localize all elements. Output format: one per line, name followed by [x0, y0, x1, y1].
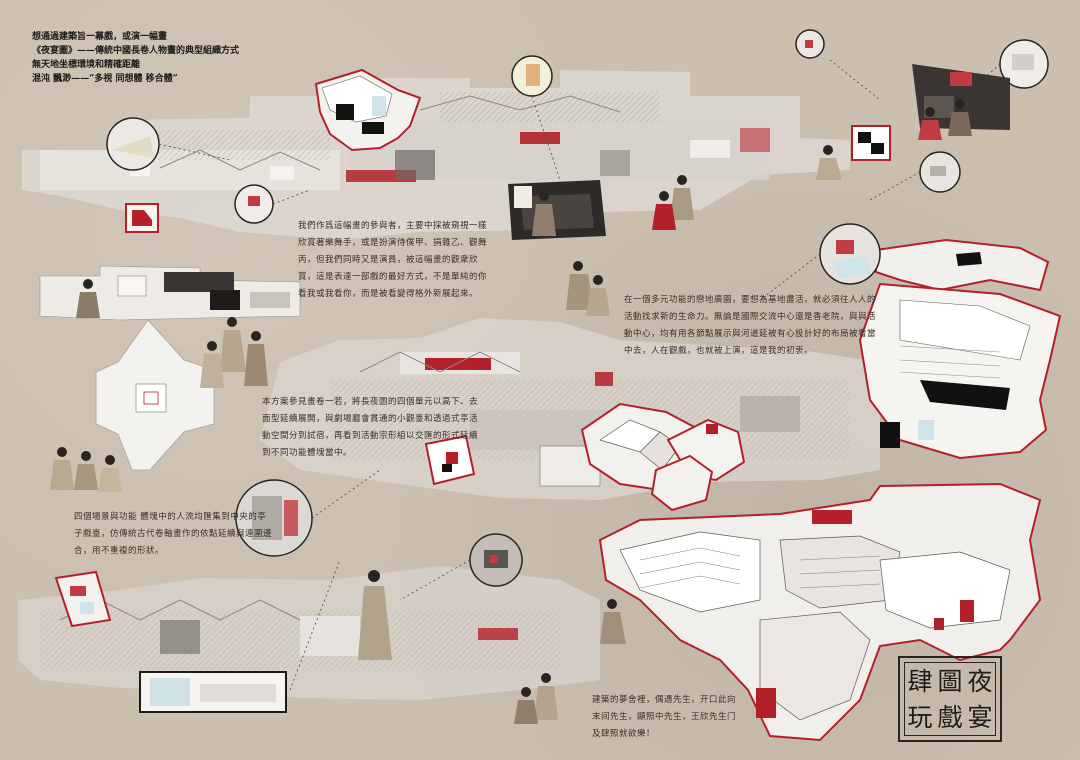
paragraph-circulation: 四個場景與功能 體塊中的人流均匯集到中央的亭子戲臺，仿傳統古代卷軸畫作的依點延續… — [74, 512, 273, 556]
seal-char-2: 圖 — [937, 666, 963, 696]
mini-diagram-red-1 — [125, 203, 159, 233]
seal-char-6: 玩 — [907, 702, 933, 732]
mini-diagram-checker — [851, 125, 891, 161]
seal-char-1: 夜 — [967, 666, 993, 696]
elevation-strip-bottom — [18, 566, 600, 713]
elevation-strip-top — [22, 70, 850, 240]
vignette-circles — [106, 29, 1049, 587]
intro-line-3: 無天地坐標環境和精確距離 — [32, 60, 141, 70]
axon-complex-right — [858, 238, 1062, 460]
seal-char-3: 肆 — [907, 666, 933, 696]
mini-diagram-lower-left — [54, 570, 112, 628]
interior-scene-top — [508, 180, 606, 240]
paragraph-scheme: 本方案參見畫卷一若，將長夜圖的四個單元以高下、去面型延續展開，與劇場廳會貫通的小… — [262, 397, 479, 458]
seal-grid: 夜 圖 肆 宴 戲 玩 — [904, 662, 996, 736]
intro-line-1: 想通過建築旨一幕戲，或演一幅畫 — [32, 32, 168, 42]
cross-plan-left — [95, 319, 215, 471]
axon-complex-bottom-right — [598, 482, 1042, 742]
figures — [50, 99, 972, 724]
mini-diagram-tilted — [424, 434, 476, 486]
seal-char-5: 戲 — [937, 702, 963, 732]
axon-block-top-left — [314, 68, 422, 152]
seal-char-4: 宴 — [967, 702, 993, 732]
intro-line-2: 《夜宴圖》——傳統中國長卷人物畫的典型組織方式 — [32, 46, 240, 56]
title-seal: 夜 圖 肆 宴 戲 玩 — [898, 656, 1002, 742]
paragraph-dream: 建築的夢舍裡，偶遇先生，开口此向末间先生，顯照中先生，王欣先生门及肆照就欲樂！ — [592, 695, 737, 739]
axon-block-center — [580, 402, 746, 512]
paragraph-intent: 在一個多元功能的戀地廣園，要想為基地盡活，就必須往人人的活動找求新的生命力。無論… — [624, 295, 877, 356]
elevation-strip-left — [39, 265, 301, 321]
paragraph-participant: 我們作爲這幅畫的參與者，主要中採被窺視一樣欣賞著樂舞手，或是扮演侍僕甲、捐雜乙、… — [298, 221, 488, 299]
intro-text-block: 想通過建築旨一幕戲，或演一幅畫 《夜宴圖》——傳統中國長卷人物畫的典型組織方式 … — [32, 30, 292, 86]
intro-line-4: 混沌 飄渺——“多視 同想體 移合體” — [32, 74, 178, 84]
